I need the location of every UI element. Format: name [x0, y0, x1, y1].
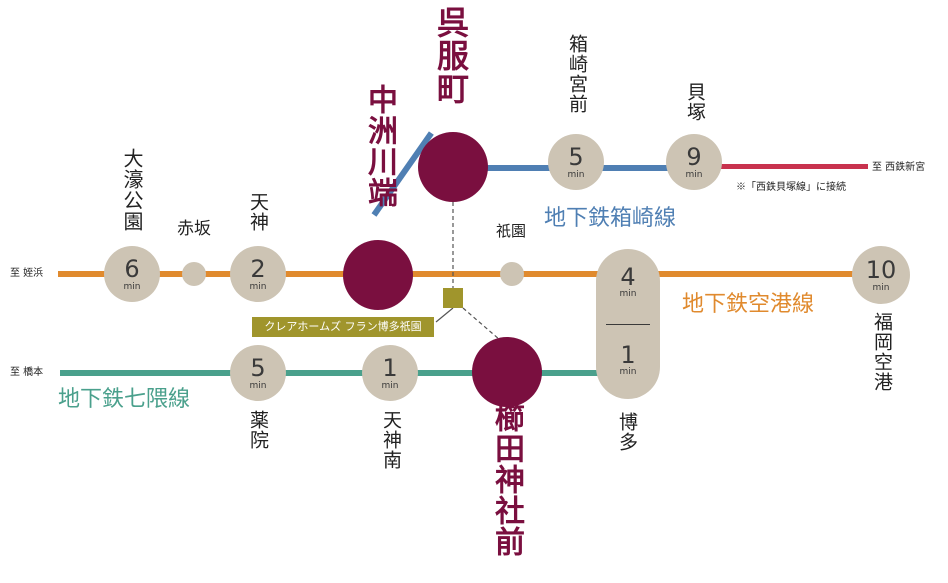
- hakozaki-line-name: 地下鉄箱崎線: [544, 206, 677, 231]
- property-label: クレアホームズ フラン博多祇園: [252, 317, 434, 337]
- tenjin-unit: min: [249, 281, 267, 292]
- connector-to-box: [435, 307, 454, 323]
- direction-meinohama: 至 姪浜: [10, 268, 44, 279]
- fukuokakuko-minutes: 10: [865, 255, 897, 284]
- station-tenjin: 2 min: [230, 246, 286, 302]
- nishitetsu-note: ※「西鉄貝塚線」に接続: [736, 182, 846, 193]
- tenjin-label: 天神: [247, 192, 269, 232]
- ohorikoen-unit: min: [123, 281, 141, 292]
- hakata-nanakuma-time: 1 min: [596, 343, 660, 377]
- station-fukuokakuko: 10 min: [852, 246, 910, 304]
- kaizuka-minutes: 9: [686, 142, 702, 171]
- yakuin-label: 薬院: [247, 410, 269, 450]
- hakozakimiyamae-minutes: 5: [568, 142, 584, 171]
- nanakuma-line: [60, 370, 630, 376]
- airport-line-name: 地下鉄空港線: [682, 292, 815, 317]
- direction-hashimoto: 至 橋本: [10, 367, 44, 378]
- hakata-airport-unit: min: [619, 289, 637, 299]
- station-gion: [500, 262, 524, 286]
- hakata-nanakuma-minutes: 1: [620, 341, 636, 369]
- tenjinminami-label: 天神南: [380, 410, 402, 470]
- yakuin-minutes: 5: [250, 353, 266, 382]
- connector-to-kushida: [462, 307, 501, 341]
- hakata-nanakuma-unit: min: [619, 367, 637, 377]
- akasaka-label: 赤坂: [177, 219, 211, 239]
- station-yakuin: 5 min: [230, 345, 286, 401]
- hakozakimiyamae-unit: min: [567, 169, 585, 180]
- kushida-label: 櫛田神社前: [489, 402, 524, 557]
- fukuokakuko-label: 福岡空港: [871, 312, 893, 392]
- station-gofukumachi: [418, 132, 488, 202]
- hakata-airport-minutes: 4: [620, 263, 636, 291]
- station-hakata: 4 min 1 min: [596, 249, 660, 399]
- direction-nishitetsu-shingu: 至 西鉄新宮: [872, 162, 926, 173]
- station-nakasu: [343, 240, 413, 310]
- hakozakimiyamae-label: 箱崎宮前: [566, 34, 588, 114]
- kaizuka-label: 貝塚: [684, 82, 706, 122]
- tenjinminami-unit: min: [381, 380, 399, 391]
- ohorikoen-label: 大濠公園: [120, 148, 144, 232]
- fukuokakuko-unit: min: [872, 282, 890, 293]
- hakata-divider: [606, 324, 650, 325]
- station-kaizuka: 9 min: [666, 134, 722, 190]
- station-tenjinminami: 1 min: [362, 345, 418, 401]
- airport-line: [58, 271, 868, 277]
- gofukumachi-label: 呉服町: [432, 6, 470, 105]
- nakasu-label: 中洲川端: [362, 84, 397, 208]
- tenjin-minutes: 2: [250, 254, 266, 283]
- gion-label: 祇園: [496, 222, 527, 240]
- yakuin-unit: min: [249, 380, 267, 391]
- station-akasaka: [182, 262, 206, 286]
- station-hakozakimiyamae: 5 min: [548, 134, 604, 190]
- ohorikoen-minutes: 6: [124, 254, 140, 283]
- tenjinminami-minutes: 1: [382, 353, 398, 382]
- kaizuka-unit: min: [685, 169, 703, 180]
- nishitetsu-line: [698, 164, 868, 169]
- station-kushida: [472, 337, 542, 407]
- hakata-airport-time: 4 min: [596, 265, 660, 299]
- station-ohorikoen: 6 min: [104, 246, 160, 302]
- hakata-label: 博多: [616, 412, 638, 452]
- property-marker: [443, 288, 463, 308]
- nanakuma-line-name: 地下鉄七隈線: [58, 387, 191, 412]
